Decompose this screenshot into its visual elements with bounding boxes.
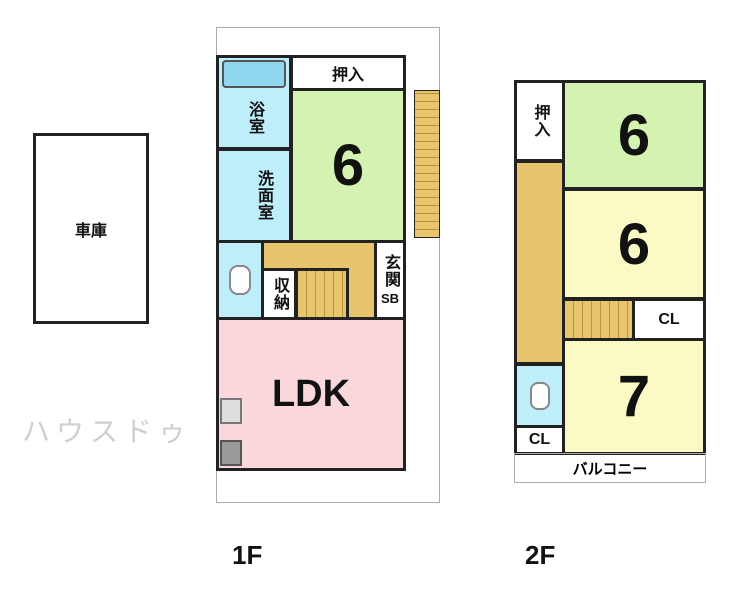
room-ldk: LDK (216, 317, 406, 471)
closet-label: 押入 (331, 67, 364, 84)
room-6b-2f: 6 (562, 188, 706, 300)
room-size-label: 6 (331, 133, 365, 198)
bathtub-icon (222, 60, 286, 88)
room-size-label: 7 (617, 364, 651, 429)
watermark: ハウスドゥ (22, 416, 193, 447)
room-6a-2f: 6 (562, 80, 706, 190)
closet-2f-label: 押入 (531, 104, 549, 138)
room-cl-1: CL (632, 298, 706, 341)
floor-label-1f: 1F (232, 540, 263, 570)
room-entrance: 玄関 SB (374, 240, 406, 320)
room-cl-2: CL (514, 425, 565, 455)
floor-label-2f: 2F (525, 540, 556, 570)
cl-label: CL (658, 310, 680, 328)
stairs-2f (562, 298, 635, 341)
cl-label: CL (528, 431, 551, 448)
room-7-2f: 7 (562, 338, 706, 455)
room-closet-2f: 押入 (514, 80, 565, 162)
room-size-label: 6 (617, 211, 651, 277)
bath-label: 浴室 (246, 101, 263, 135)
ldk-label: LDK (271, 372, 351, 415)
balcony-label: バルコニー (572, 460, 648, 478)
stairs-1f (295, 268, 349, 320)
room-washroom: 洗面室 (216, 148, 292, 243)
entrance-label: 玄関 (382, 254, 399, 288)
room-6-1f: 6 (290, 88, 406, 243)
storage-label: 収納 (271, 277, 288, 311)
hallway-2f (514, 160, 565, 365)
room-toilet-1f (216, 240, 264, 320)
exterior-stairs (414, 90, 440, 238)
sink-icon (220, 398, 242, 424)
shoebox-label: SB (380, 291, 400, 306)
room-closet-1f: 押入 (290, 55, 406, 91)
balcony: バルコニー (514, 453, 706, 483)
room-toilet-2f (514, 363, 565, 428)
stove-icon (220, 440, 242, 466)
room-size-label: 6 (617, 102, 651, 168)
toilet-icon (529, 381, 550, 410)
washroom-label: 洗面室 (255, 170, 272, 221)
garage-label: 車庫 (74, 222, 107, 240)
toilet-icon (229, 265, 251, 295)
garage: 車庫 (33, 133, 149, 324)
room-storage: 収納 (261, 268, 297, 320)
